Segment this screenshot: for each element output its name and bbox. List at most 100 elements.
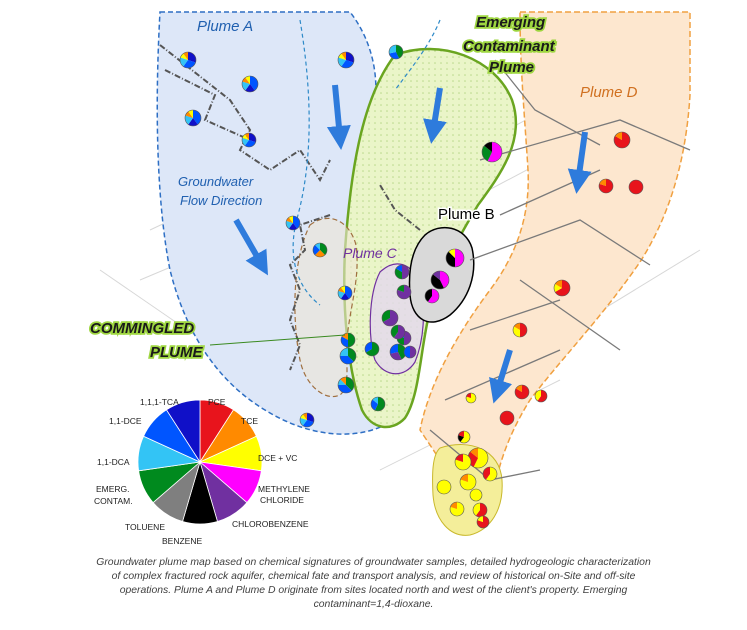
- sample-pie-22-outline: [481, 141, 503, 163]
- sample-pie-18-slice: [402, 265, 409, 279]
- sample-pie-34: [465, 392, 477, 404]
- sample-pie-15-slice: [389, 344, 398, 354]
- sample-pie-11: [337, 376, 355, 394]
- sample-pie-7-slice: [338, 287, 345, 293]
- legend-label-benzene: BENZENE: [162, 536, 202, 546]
- sample-pie-8-slice: [302, 420, 314, 427]
- sample-pie-10-slice: [374, 397, 385, 411]
- sample-pie-6: [312, 242, 328, 258]
- sample-pie-2-slice: [338, 53, 346, 60]
- sample-pie-21-slice: [410, 346, 416, 358]
- sample-pie-38: [459, 473, 477, 491]
- sample-pie-5: [285, 215, 301, 231]
- sample-pie-28-outline: [628, 179, 644, 195]
- sample-pie-8-slice: [307, 413, 315, 423]
- sample-pie-10-outline: [370, 396, 386, 412]
- sample-pie-0-slice: [183, 52, 188, 60]
- sample-pie-14: [364, 341, 380, 357]
- sample-pie-25-outline: [424, 288, 440, 304]
- legend-label-dce: 1,1-DCE: [109, 416, 142, 426]
- sample-pie-9-slice: [389, 45, 396, 54]
- sample-pie-38-outline: [459, 473, 477, 491]
- plume-b-label: Plume B: [438, 206, 495, 223]
- sample-pie-4-slice: [244, 140, 256, 148]
- sample-pie-23: [445, 248, 465, 268]
- sample-pie-25-slice: [425, 289, 432, 302]
- sample-pie-1: [241, 75, 259, 93]
- sample-pie-0-slice: [179, 57, 188, 67]
- sample-pie-8-slice: [300, 417, 307, 426]
- sample-pie-35-slice: [458, 431, 464, 437]
- sample-pie-6-slice: [313, 245, 320, 255]
- sample-pie-33-slice: [537, 390, 547, 402]
- sample-pie-12-slice: [340, 356, 354, 364]
- sample-pie-6-slice: [315, 243, 320, 250]
- sample-pie-43-outline: [476, 515, 490, 529]
- sample-pie-11-slice: [340, 377, 346, 385]
- sample-pie-24-slice: [432, 271, 440, 280]
- sample-pie-4-slice: [244, 133, 249, 140]
- sample-pie-21-slice: [404, 346, 410, 358]
- sample-pie-17-slice: [383, 310, 398, 326]
- sample-pie-43-slice: [477, 516, 490, 528]
- sample-pie-10: [370, 396, 386, 412]
- sample-pie-7-outline: [337, 285, 353, 301]
- sample-pie-19-outline: [396, 284, 412, 300]
- flow-arrows: [233, 84, 592, 404]
- sample-pie-29-slice: [554, 284, 562, 292]
- sample-pie-39-slice: [482, 467, 490, 480]
- sample-pie-14-outline: [364, 341, 380, 357]
- sample-pie-8-outline: [299, 412, 315, 428]
- sample-pie-12-outline: [339, 347, 357, 365]
- sample-pie-17-outline: [381, 309, 399, 327]
- sample-pie-36-slice: [470, 448, 478, 458]
- sample-pie-5-slice: [293, 215, 301, 229]
- legend-label-chlorobenzene: CHLOROBENZENE: [232, 519, 309, 529]
- sample-pie-15-slice: [398, 344, 407, 360]
- sample-pie-0: [179, 51, 197, 69]
- sample-pie-7-slice: [338, 290, 345, 299]
- sample-pie-6-slice: [315, 250, 325, 257]
- caption-line-4: contaminant=1,4-dioxane.: [313, 599, 434, 610]
- sample-pie-2: [337, 51, 355, 69]
- figure-caption: Groundwater plume map based on chemical …: [18, 556, 729, 626]
- sample-pie-7: [337, 285, 353, 301]
- sample-pie-44: [469, 488, 483, 502]
- sample-pie-10-slice: [371, 399, 378, 411]
- sample-pie-24: [430, 270, 450, 290]
- sample-pie-2-slice: [341, 60, 354, 68]
- sample-pie-17: [381, 309, 399, 327]
- sample-pie-0-slice: [180, 53, 188, 60]
- sample-pie-4: [241, 132, 257, 148]
- legend-label-methylene-1: METHYLENE: [258, 484, 310, 494]
- legend-label-emerg-1: EMERG.: [96, 484, 130, 494]
- legend-slice-10: [165, 399, 201, 464]
- sample-pie-20-slice: [393, 325, 406, 340]
- sample-pie-6-outline: [312, 242, 328, 258]
- sample-pie-30-slice: [520, 323, 527, 337]
- legend-label-tca: 1,1,1-TCA: [140, 397, 179, 407]
- map-labels: Plume A Plume D Groundwater Flow Directi…: [88, 12, 637, 363]
- legend-label-tce: TCE: [241, 416, 258, 426]
- sample-pie-1-slice: [245, 84, 255, 93]
- sample-pie-37-slice: [455, 454, 463, 462]
- sample-pie-15: [389, 343, 407, 361]
- sample-pie-11-outline: [337, 376, 355, 394]
- sample-pie-33: [534, 389, 548, 403]
- sample-pie-35-outline: [457, 430, 471, 444]
- sample-pie-23-outline: [445, 248, 465, 268]
- sample-pie-18-outline: [394, 264, 410, 280]
- sample-pie-29-slice: [555, 280, 570, 297]
- sample-pie-3-slice: [185, 115, 193, 125]
- legend-label-dcevc: DCE + VC: [258, 453, 297, 463]
- sample-pie-4-slice: [242, 134, 249, 140]
- sample-pie-2-outline: [337, 51, 355, 69]
- sample-pie-2-slice: [338, 57, 346, 67]
- sample-pie-29: [553, 279, 571, 297]
- sample-pie-43-slice: [477, 516, 483, 522]
- sample-pie-1-outline: [241, 75, 259, 93]
- sample-pie-5-outline: [285, 215, 301, 231]
- sample-pie-5-slice: [286, 217, 293, 223]
- sample-pie-43: [476, 515, 490, 529]
- sample-pie-41-slice: [450, 502, 457, 509]
